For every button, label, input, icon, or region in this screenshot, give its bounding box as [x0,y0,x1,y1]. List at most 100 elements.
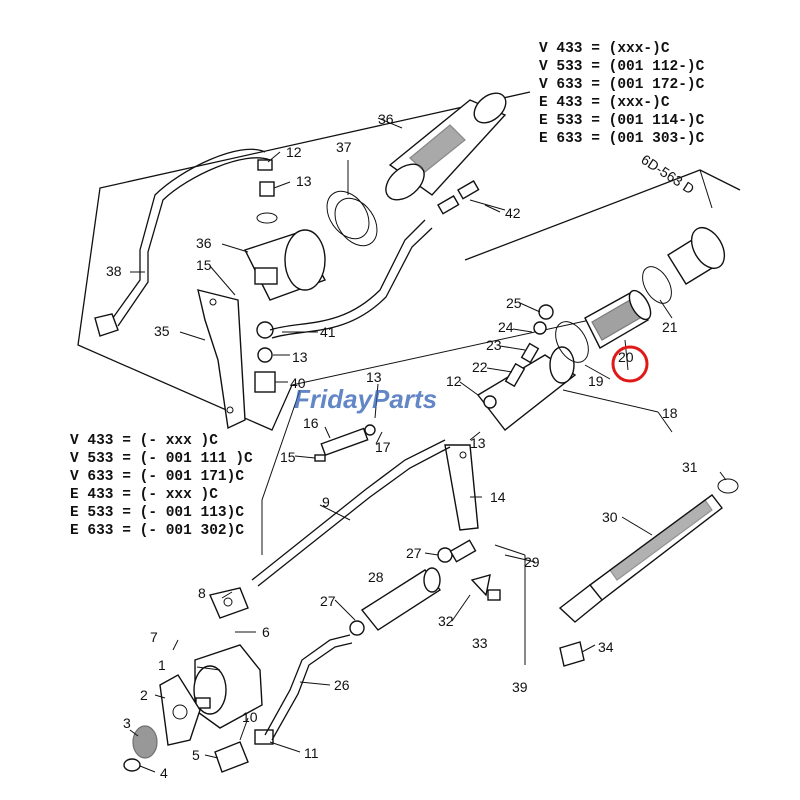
part-21-filter-cap [667,227,726,285]
callout-labels: 36 37 12 13 42 36 15 38 35 41 13 40 13 1… [106,111,698,781]
callout-22: 22 [472,359,488,375]
callout-39: 39 [512,679,528,695]
callout-4: 4 [160,765,168,781]
callout-38: 38 [106,263,122,279]
callout-2: 2 [140,687,148,703]
part-36-upper-cylinder [385,92,507,201]
part-37-o-rings [326,190,378,247]
callout-16: 16 [303,415,319,431]
part-35-bracket [197,289,246,430]
part-27-clamps [349,547,453,636]
callout-20: 20 [618,349,634,365]
callout-40: 40 [290,375,306,391]
callout-34: 34 [598,639,614,655]
callout-31: 31 [682,459,698,475]
callout-23: 23 [486,337,502,353]
callout-36: 36 [196,235,212,251]
part-14-bracket [444,444,479,531]
callout-9: 9 [322,494,330,510]
serial-row: V 533 = (001 112-)C [539,59,705,75]
callout-37: 37 [336,139,352,155]
serial-row: V 433 = (xxx-)C [539,41,670,57]
part-29-32-33-clips [449,539,501,601]
part-3-gear [132,725,158,759]
callout-18: 18 [662,405,678,421]
callout-19: 19 [588,373,604,389]
callout-5: 5 [192,747,200,763]
part-22-25-screws [504,304,554,388]
part-26-tube [264,634,353,741]
part-28-hose [360,567,442,631]
callout-10: 10 [242,709,258,725]
highlight-circle [611,345,649,383]
serial-row: E 433 = (xxx-)C [539,95,670,111]
callout-24: 24 [498,319,514,335]
part-30-hose [558,494,723,623]
callout-27: 27 [320,593,336,609]
serial-row: V 533 = (- 001 111 )C [70,451,253,467]
callout-15: 15 [280,449,296,465]
callout-17: 17 [375,439,391,455]
callout-15: 15 [196,257,212,273]
callout-32: 32 [438,613,454,629]
part-2-gasket [159,674,201,746]
callout-11: 11 [304,745,319,761]
serial-row: E 433 = (- xxx )C [70,487,218,503]
watermark: FridayParts [294,384,437,414]
callout-25: 25 [506,295,522,311]
part-5-11-fitting [214,729,274,773]
callout-14: 14 [490,489,506,505]
callout-42: 42 [505,205,521,221]
part-36-valve-body [244,229,326,301]
callout-12: 12 [286,144,302,160]
callout-27: 27 [406,545,422,561]
part-41-pipe [269,219,433,339]
part-4-washer [123,758,141,772]
callout-21: 21 [662,319,678,335]
part-38-tube [94,148,271,337]
callout-13: 13 [470,435,486,451]
part-40-41-fittings [254,321,276,393]
callout-12: 12 [446,373,462,389]
part-21-o-ring [642,266,672,304]
filter-assembly-frame [464,169,741,433]
callout-13: 13 [292,349,308,365]
callout-8: 8 [198,585,206,601]
callout-26: 26 [334,677,350,693]
serial-row: V 633 = (001 172-)C [539,77,705,93]
callout-3: 3 [123,715,131,731]
part-9-tube [251,439,451,587]
callout-33: 33 [472,635,488,651]
part-18-filter-housing [476,346,577,431]
serial-row: E 533 = (- 001 113)C [70,505,244,521]
callout-29: 29 [524,554,540,570]
part-31-o-ring [717,478,739,494]
serial-table-left: V 433 = (- xxx )C V 533 = (- 001 111 )C … [70,433,253,539]
part-34-clamp [559,641,585,667]
serial-row: V 433 = (- xxx )C [70,433,218,449]
callout-13: 13 [296,173,312,189]
callout-7: 7 [150,629,158,645]
callout-41: 41 [320,324,336,340]
callout-36: 36 [378,111,394,127]
part-12-13-fittings [256,159,278,224]
part-8-fitting [209,587,249,619]
serial-row: E 633 = (001 303-)C [539,131,705,147]
lower-assembly-frame [261,389,526,665]
serial-row: E 533 = (001 114-)C [539,113,705,129]
callout-30: 30 [602,509,618,525]
watermark-text-1: Friday [294,384,374,414]
part-42-bolts [437,180,506,215]
callout-13: 13 [366,369,382,385]
callout-1: 1 [158,657,166,673]
callout-28: 28 [368,569,384,585]
serial-table-top: V 433 = (xxx-)C V 533 = (001 112-)C V 63… [539,41,705,147]
part-20-filter-element [584,289,652,349]
part-19-o-ring [555,321,589,363]
watermark-text-2: Parts [372,384,437,414]
serial-row: V 633 = (- 001 171)C [70,469,244,485]
part-1-pump [193,644,263,729]
leader-lines [129,117,727,773]
serial-row: E 633 = (- 001 302)C [70,523,244,539]
